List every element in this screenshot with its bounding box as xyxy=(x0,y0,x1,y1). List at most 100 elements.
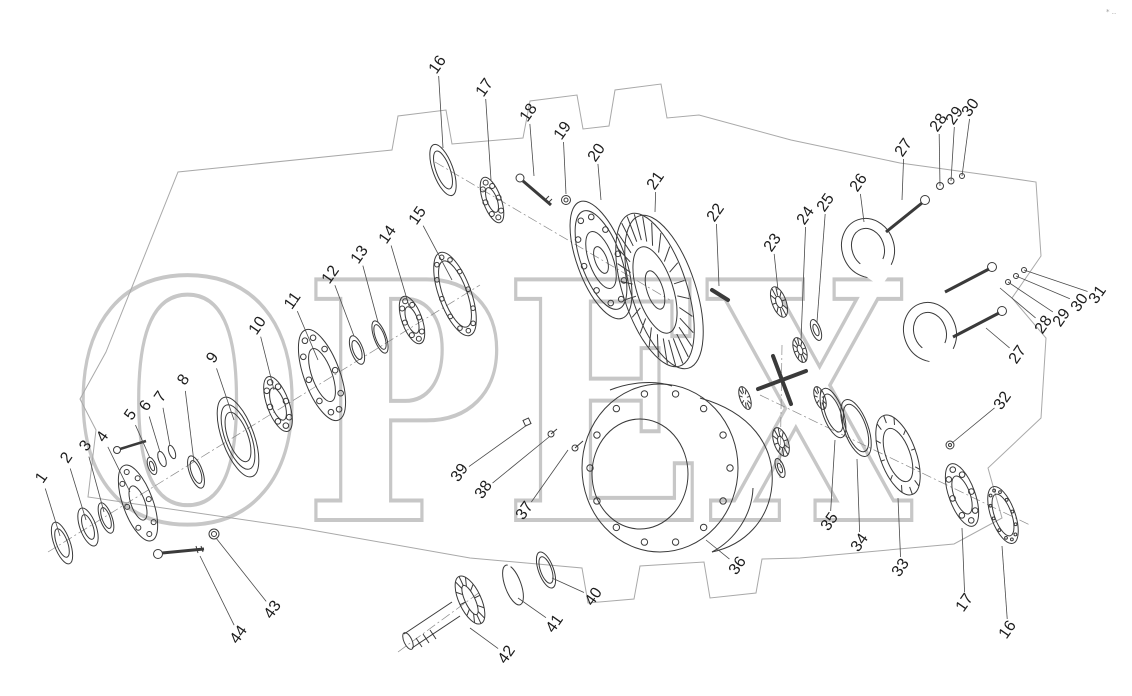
part-32-bolt xyxy=(945,440,955,450)
part-label-17: 17 xyxy=(473,76,497,100)
leader-line-8 xyxy=(184,390,195,463)
part-22-pin xyxy=(710,288,730,302)
part-39-plug xyxy=(522,417,532,427)
part-label-18: 18 xyxy=(517,101,541,125)
leader-line-7 xyxy=(162,407,171,447)
part-label-1: 1 xyxy=(32,469,51,486)
leader-line-17 xyxy=(485,98,492,181)
part-3-ring xyxy=(97,502,115,534)
part-label-26: 26 xyxy=(847,171,871,195)
part-1-seal-ring xyxy=(50,521,74,565)
part-41-snap-ring xyxy=(502,562,524,606)
part-label-21: 21 xyxy=(644,169,668,193)
leader-lines xyxy=(44,75,1088,649)
part-12-ring xyxy=(348,335,366,365)
part-2-ring xyxy=(77,507,99,547)
leader-line-44 xyxy=(199,555,235,626)
part-label-19: 19 xyxy=(551,119,575,143)
leader-line-32 xyxy=(951,407,995,444)
part-27-bolt-right-2 xyxy=(952,306,1007,339)
part-13-ring xyxy=(371,320,389,354)
leader-line-27 xyxy=(985,327,1010,349)
part-35-ring xyxy=(819,387,847,439)
leader-line-18 xyxy=(529,123,535,177)
leader-line-13 xyxy=(362,265,379,323)
part-21-crown-gear xyxy=(615,212,704,370)
axis-centerlines xyxy=(47,161,1031,653)
leader-line-17 xyxy=(961,527,965,593)
leader-line-30 xyxy=(1015,275,1071,300)
leader-line-29 xyxy=(950,126,955,182)
part-label-27: 27 xyxy=(892,136,916,160)
leader-line-35 xyxy=(830,439,836,512)
leader-line-19 xyxy=(563,141,567,195)
part-16-bottom-ring xyxy=(987,486,1019,544)
part-label-32: 32 xyxy=(991,389,1015,413)
part-37-breather xyxy=(571,440,584,452)
leader-line-33 xyxy=(897,497,901,558)
leader-line-2 xyxy=(69,468,87,521)
part-label-16: 16 xyxy=(996,618,1020,642)
generated-details xyxy=(119,179,1018,624)
part-27-bolt-top xyxy=(885,195,930,234)
part-36-differential-housing xyxy=(581,382,773,553)
leader-line-23 xyxy=(773,253,779,291)
part-6-washer xyxy=(157,450,167,468)
leader-line-21 xyxy=(654,191,657,213)
small-bolt-icon xyxy=(113,439,147,454)
leader-line-40 xyxy=(551,577,585,593)
leader-line-28 xyxy=(938,133,941,187)
part-label-11: 11 xyxy=(281,289,305,312)
leader-line-6 xyxy=(148,416,161,453)
leader-line-14 xyxy=(390,245,410,307)
leader-line-41 xyxy=(517,597,547,619)
part-label-43: 43 xyxy=(261,598,285,622)
part-20-bearing-carrier-flange xyxy=(569,200,633,320)
part-label-20: 20 xyxy=(585,141,609,165)
watermark-text: ОРЕХ xyxy=(72,210,913,598)
part-5-washer xyxy=(146,456,158,476)
spider-cross xyxy=(756,354,808,406)
part-label-29: 29 xyxy=(1050,306,1074,330)
part-27-bolt-right-1 xyxy=(944,262,997,294)
part-16-top-ring xyxy=(429,143,457,197)
corner-mark: * .. xyxy=(1106,8,1116,16)
part-28-31-washers-right xyxy=(1005,267,1027,285)
leader-line-16 xyxy=(438,75,444,149)
part-label-27: 27 xyxy=(1006,343,1030,367)
leader-line-5 xyxy=(135,424,151,459)
part-17-bottom-bearing xyxy=(944,463,980,527)
part-9-seal-housing xyxy=(216,396,260,478)
leader-line-30 xyxy=(961,118,970,177)
leader-line-27 xyxy=(901,158,904,201)
leader-line-38 xyxy=(492,436,550,484)
bearing-cap-lower xyxy=(903,301,957,371)
part-17-top-bearing xyxy=(479,176,505,224)
part-8-ring xyxy=(187,455,205,489)
leader-line-37 xyxy=(531,449,569,503)
leader-line-36 xyxy=(705,539,730,560)
leader-line-31 xyxy=(1023,269,1088,292)
part-38-fitting xyxy=(547,428,558,438)
part-43-plug xyxy=(208,528,220,540)
leader-line-10 xyxy=(260,336,275,391)
leader-line-22 xyxy=(716,223,720,287)
leader-line-34 xyxy=(856,458,861,533)
leader-line-20 xyxy=(597,163,602,201)
leader-line-1 xyxy=(44,488,61,537)
leader-line-4 xyxy=(107,446,131,493)
leader-line-15 xyxy=(422,225,453,281)
leader-line-43 xyxy=(215,537,267,602)
part-label-16: 16 xyxy=(426,53,450,77)
leader-line-29 xyxy=(1007,281,1054,313)
part-34-ring xyxy=(840,399,872,457)
leader-line-25 xyxy=(816,213,826,323)
leader-line-39 xyxy=(468,424,528,467)
part-label-41: 41 xyxy=(543,612,567,636)
part-4-flange xyxy=(117,464,159,542)
part-44-bolt xyxy=(153,545,205,559)
part-label-44: 44 xyxy=(227,623,251,647)
part-28-29-30-washers-top xyxy=(936,173,965,190)
